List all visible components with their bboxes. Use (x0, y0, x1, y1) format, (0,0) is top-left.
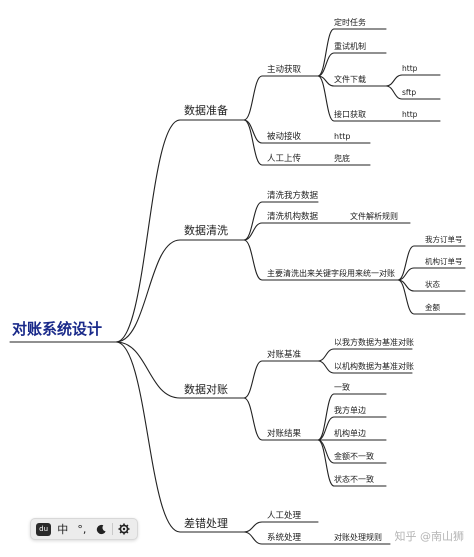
edge-active-retry (317, 52, 335, 77)
node-file-download: 文件下载 (334, 74, 366, 84)
zhihu-watermark: 知乎 @南山狮 (394, 530, 465, 543)
gear-icon-glyph (118, 523, 130, 535)
node-passive-http: http (334, 132, 350, 141)
node-download-sftp: sftp (402, 88, 416, 97)
gear-icon[interactable] (116, 521, 132, 537)
edge-clean-own (243, 201, 263, 241)
node-passive-receive: 被动接收 (267, 131, 302, 142)
edge-root-diff (115, 341, 181, 533)
node-api-fetch: 接口获取 (334, 109, 366, 119)
edge-clean-key (243, 239, 263, 281)
edge-active-scheduled (317, 28, 335, 77)
edge-active-api (317, 75, 335, 122)
ime-logo-icon: du (36, 522, 52, 536)
edge-recon-result (243, 397, 263, 441)
node-scheduled-task: 定时任务 (334, 17, 366, 27)
root-node: 对账系统设计 (12, 320, 102, 338)
ime-toolbar: du 中 °, (30, 518, 138, 540)
edge-baseline-inst (317, 360, 335, 374)
edge-root-prep (115, 119, 181, 343)
node-retry: 重试机制 (334, 41, 366, 51)
node-api-http: http (402, 110, 418, 119)
node-our-order-no: 我方订单号 (425, 234, 463, 244)
node-baseline-ours: 以我方数据为基准对账 (334, 337, 414, 347)
branch-error-handling: 差错处理 (184, 516, 228, 530)
edge-baseline-ours (317, 348, 335, 362)
edge-key-inst-order (397, 267, 415, 281)
edge-root-recon (115, 341, 181, 399)
edge-result-amount-diff (317, 439, 335, 464)
edge-diff-manual (243, 521, 263, 533)
branch-data-clean: 数据清洗 (184, 223, 228, 237)
node-fallback: 兜底 (334, 153, 350, 163)
edge-download-dl-sftp (385, 85, 403, 100)
mindmap-edges (9, 28, 466, 545)
edge-prep-manual (243, 119, 263, 166)
node-system-handling: 系统处理 (267, 532, 302, 543)
toolbar-divider (112, 523, 114, 535)
edge-root-clean (115, 239, 181, 343)
node-clean-own: 清洗我方数据 (267, 190, 319, 201)
edge-prep-passive (243, 119, 263, 144)
moon-icon[interactable] (93, 521, 109, 537)
node-download-http: http (402, 64, 418, 73)
edge-key-amount (397, 279, 415, 315)
edge-prep-active (243, 75, 263, 121)
branch-data-prep: 数据准备 (184, 103, 228, 117)
edge-result-status-diff (317, 439, 335, 487)
punctuation-toggle-button[interactable]: °, (77, 522, 87, 536)
node-recon-baseline: 对账基准 (267, 349, 302, 360)
node-active-fetch: 主动获取 (267, 64, 302, 75)
node-manual-upload: 人工上传 (267, 153, 302, 164)
node-handling-rules: 对账处理规则 (334, 532, 382, 542)
edge-result-consistent (317, 393, 335, 441)
node-result-status-diff: 状态不一致 (334, 474, 374, 484)
language-toggle-button[interactable]: 中 (57, 523, 69, 536)
node-clean-inst: 清洗机构数据 (267, 211, 319, 222)
mindmap-labels: 对账系统设计 数据准备 数据清洗 数据对账 差错处理 主动获取 定时任务 重试机… (12, 17, 463, 543)
node-result-inst-only: 机构单边 (334, 428, 366, 438)
edge-recon-baseline (243, 360, 263, 399)
node-status-field: 状态 (425, 279, 440, 289)
node-amount-field: 金额 (425, 302, 440, 312)
node-recon-result: 对账结果 (267, 428, 302, 439)
node-result-ours-only: 我方单边 (334, 405, 366, 415)
node-key-fields: 主要清洗出来关键字段用来统一对账 (267, 268, 395, 278)
branch-data-recon: 数据对账 (184, 382, 228, 396)
edge-key-our-order (397, 245, 415, 281)
edge-clean-inst (243, 222, 263, 241)
node-result-amount-diff: 金额不一致 (334, 451, 374, 461)
node-manual-handling: 人工处理 (267, 510, 302, 521)
moon-icon-glyph (96, 524, 106, 534)
edge-download-dl-http (385, 74, 403, 87)
ime-logo-button[interactable]: du (36, 521, 52, 537)
node-inst-order-no: 机构订单号 (425, 256, 463, 266)
node-result-consistent: 一致 (334, 382, 350, 392)
node-baseline-inst: 以机构数据为基准对账 (334, 361, 414, 371)
edge-diff-system (243, 531, 263, 545)
edge-result-ours-only (317, 416, 335, 441)
node-file-parse-rules: 文件解析规则 (350, 211, 398, 221)
